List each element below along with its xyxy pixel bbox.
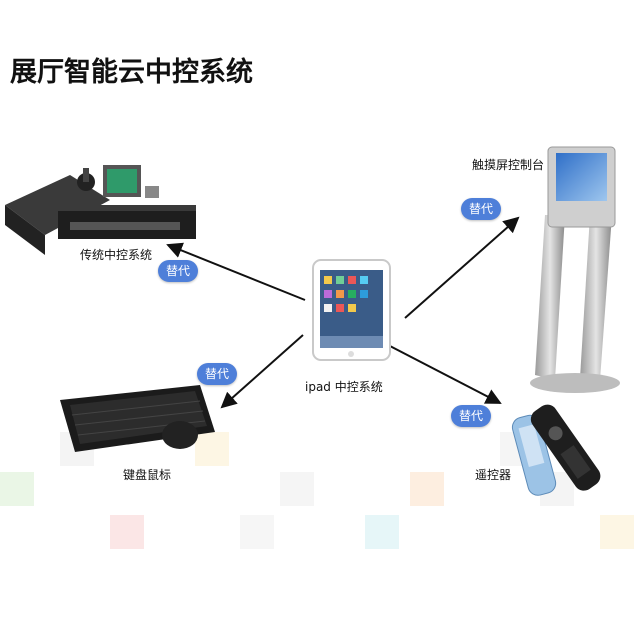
replace-badge-remote: 替代 (451, 405, 491, 427)
bg-tile (600, 515, 634, 549)
bg-tile (365, 515, 399, 549)
replace-badge-traditional: 替代 (158, 260, 198, 282)
page-title: 展厅智能云中控系统 (10, 57, 253, 88)
arrow-to-traditional (166, 242, 306, 301)
bg-tile (240, 515, 274, 549)
bg-tile (110, 515, 144, 549)
bg-tile (195, 432, 229, 466)
keyboard-mouse-label: 键盘鼠标 (123, 468, 172, 482)
bg-tile (280, 472, 314, 506)
traditional-control-label: 传统中控系统 (80, 248, 153, 262)
arrow-to-remote (387, 344, 502, 404)
remote-image (511, 404, 601, 496)
touchscreen-kiosk-image (530, 146, 620, 393)
bg-tile (410, 472, 444, 506)
bg-tile (0, 472, 34, 506)
replace-badge-keyboard: 替代 (197, 363, 237, 385)
arrow-to-touchscreen (404, 216, 520, 319)
ipad-image (312, 259, 391, 361)
ipad-label: ipad 中控系统 (305, 380, 383, 394)
arrow-to-keyboard (220, 334, 304, 409)
keyboard-mouse-image (60, 385, 215, 452)
touchscreen-label: 触摸屏控制台 (472, 158, 545, 172)
replace-badge-touchscreen: 替代 (461, 198, 501, 220)
remote-label: 遥控器 (475, 468, 512, 482)
traditional-control-image (5, 165, 196, 255)
